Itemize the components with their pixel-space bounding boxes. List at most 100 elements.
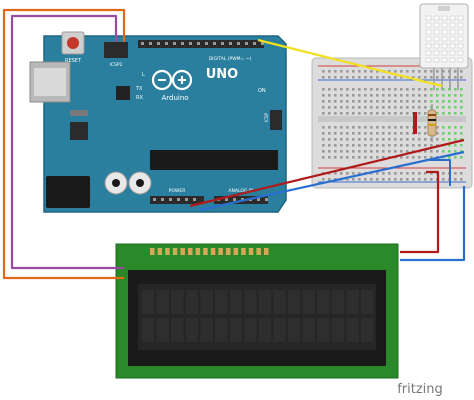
breadboard-hole: [388, 138, 391, 141]
breadboard-hole: [454, 94, 457, 97]
breadboard-hole: [370, 150, 373, 153]
breadboard-hole: [352, 144, 355, 147]
icsp-header: [270, 110, 282, 130]
breadboard-hole: [412, 178, 415, 181]
wires: [2, 8, 466, 280]
breadboard-hole: [346, 126, 349, 129]
breadboard-hole: [394, 94, 397, 97]
icsp2-header: [104, 42, 128, 58]
breadboard-hole: [358, 144, 361, 147]
breadboard-hole: [400, 70, 403, 73]
breadboard-hole: [442, 112, 445, 115]
header-pin: [149, 42, 152, 45]
breadboard-hole: [430, 94, 433, 97]
breadboard-hole: [436, 150, 439, 153]
lcd-cell: [156, 318, 169, 342]
breadboard-hole: [454, 144, 457, 147]
breadboard-hole: [436, 126, 439, 129]
breadboard-hole: [394, 150, 397, 153]
header-pin: [197, 42, 200, 45]
breadboard-hole: [418, 106, 421, 109]
header-pin: [233, 198, 236, 201]
breadboard-hole: [382, 138, 385, 141]
breadboard-hole: [334, 76, 337, 79]
breadboard-hole: [358, 150, 361, 153]
breadboard-hole: [436, 94, 439, 97]
breadboard-hole: [340, 112, 343, 115]
breadboard-hole: [352, 138, 355, 141]
tx-led-label: TX: [135, 86, 143, 92]
breadboard-hole: [442, 132, 445, 135]
dht-grille-slot: [425, 50, 432, 56]
lcd-cell: [244, 290, 257, 314]
breadboard-hole: [400, 112, 403, 115]
breadboard-hole: [424, 94, 427, 97]
breadboard-hole: [334, 150, 337, 153]
lcd-cell: [331, 318, 345, 342]
breadboard-hole: [340, 76, 343, 79]
breadboard-hole: [358, 106, 361, 109]
breadboard-hole: [394, 144, 397, 147]
header-pin: [169, 198, 172, 201]
dht-grille-slot: [425, 22, 432, 28]
breadboard-hole: [334, 88, 337, 91]
dht-grille-slot: [457, 15, 464, 21]
reset-label: RESET: [65, 58, 82, 64]
breadboard-hole: [418, 88, 421, 91]
breadboard-hole: [352, 178, 355, 181]
lcd-cell: [258, 318, 272, 342]
atmega-chip: [150, 150, 278, 170]
breadboard-hole: [364, 144, 367, 147]
breadboard-hole: [406, 94, 409, 97]
breadboard-hole: [376, 88, 379, 91]
breadboard-hole: [394, 178, 397, 181]
breadboard-hole: [418, 112, 421, 115]
rx-led-label: RX: [136, 95, 143, 101]
breadboard-hole: [454, 112, 457, 115]
lcd-cell: [346, 318, 359, 342]
breadboard-hole: [418, 94, 421, 97]
breadboard-hole: [388, 100, 391, 103]
dht-grille-slot: [449, 15, 456, 21]
wire-blue-arduino: [199, 150, 465, 212]
header-pin: [241, 198, 244, 201]
breadboard-hole: [418, 100, 421, 103]
breadboard-hole: [388, 94, 391, 97]
breadboard-hole: [412, 172, 415, 175]
dht-sensor-body: [419, 3, 469, 69]
breadboard-hole: [358, 76, 361, 79]
breadboard-hole: [460, 70, 463, 73]
breadboard-hole: [328, 94, 331, 97]
breadboard-hole: [364, 126, 367, 129]
header-pin: [141, 42, 144, 45]
breadboard-hole: [364, 106, 367, 109]
lcd-header-pins: [150, 248, 269, 255]
breadboard-hole: [430, 76, 433, 79]
lcd-cell: [361, 290, 374, 314]
power-label: POWER: [169, 188, 186, 194]
breadboard-hole: [322, 106, 325, 109]
lcd-cell: [142, 318, 155, 342]
breadboard-hole: [346, 88, 349, 91]
l-led-label: L: [142, 72, 145, 78]
reset-button-cap: [67, 37, 79, 49]
breadboard-hole: [334, 100, 337, 103]
breadboard-hole: [352, 132, 355, 135]
header-pin: [193, 198, 196, 201]
dht-grille-slot: [441, 15, 448, 21]
breadboard-hole: [424, 144, 427, 147]
wire-orange: [2, 8, 126, 280]
breadboard-hole: [352, 88, 355, 91]
breadboard-hole: [370, 156, 373, 159]
lcd-cell: [200, 318, 213, 342]
dht-grille-slot: [449, 36, 456, 42]
breadboard-hole: [322, 150, 325, 153]
breadboard-hole: [340, 150, 343, 153]
lcd-cell: [171, 290, 184, 314]
breadboard-hole: [406, 100, 409, 103]
lcd-pin: [150, 248, 155, 255]
lcd-pin: [203, 248, 208, 255]
breadboard-hole: [382, 178, 385, 181]
breadboard-hole: [340, 126, 343, 129]
lcd-cell: [288, 318, 301, 342]
